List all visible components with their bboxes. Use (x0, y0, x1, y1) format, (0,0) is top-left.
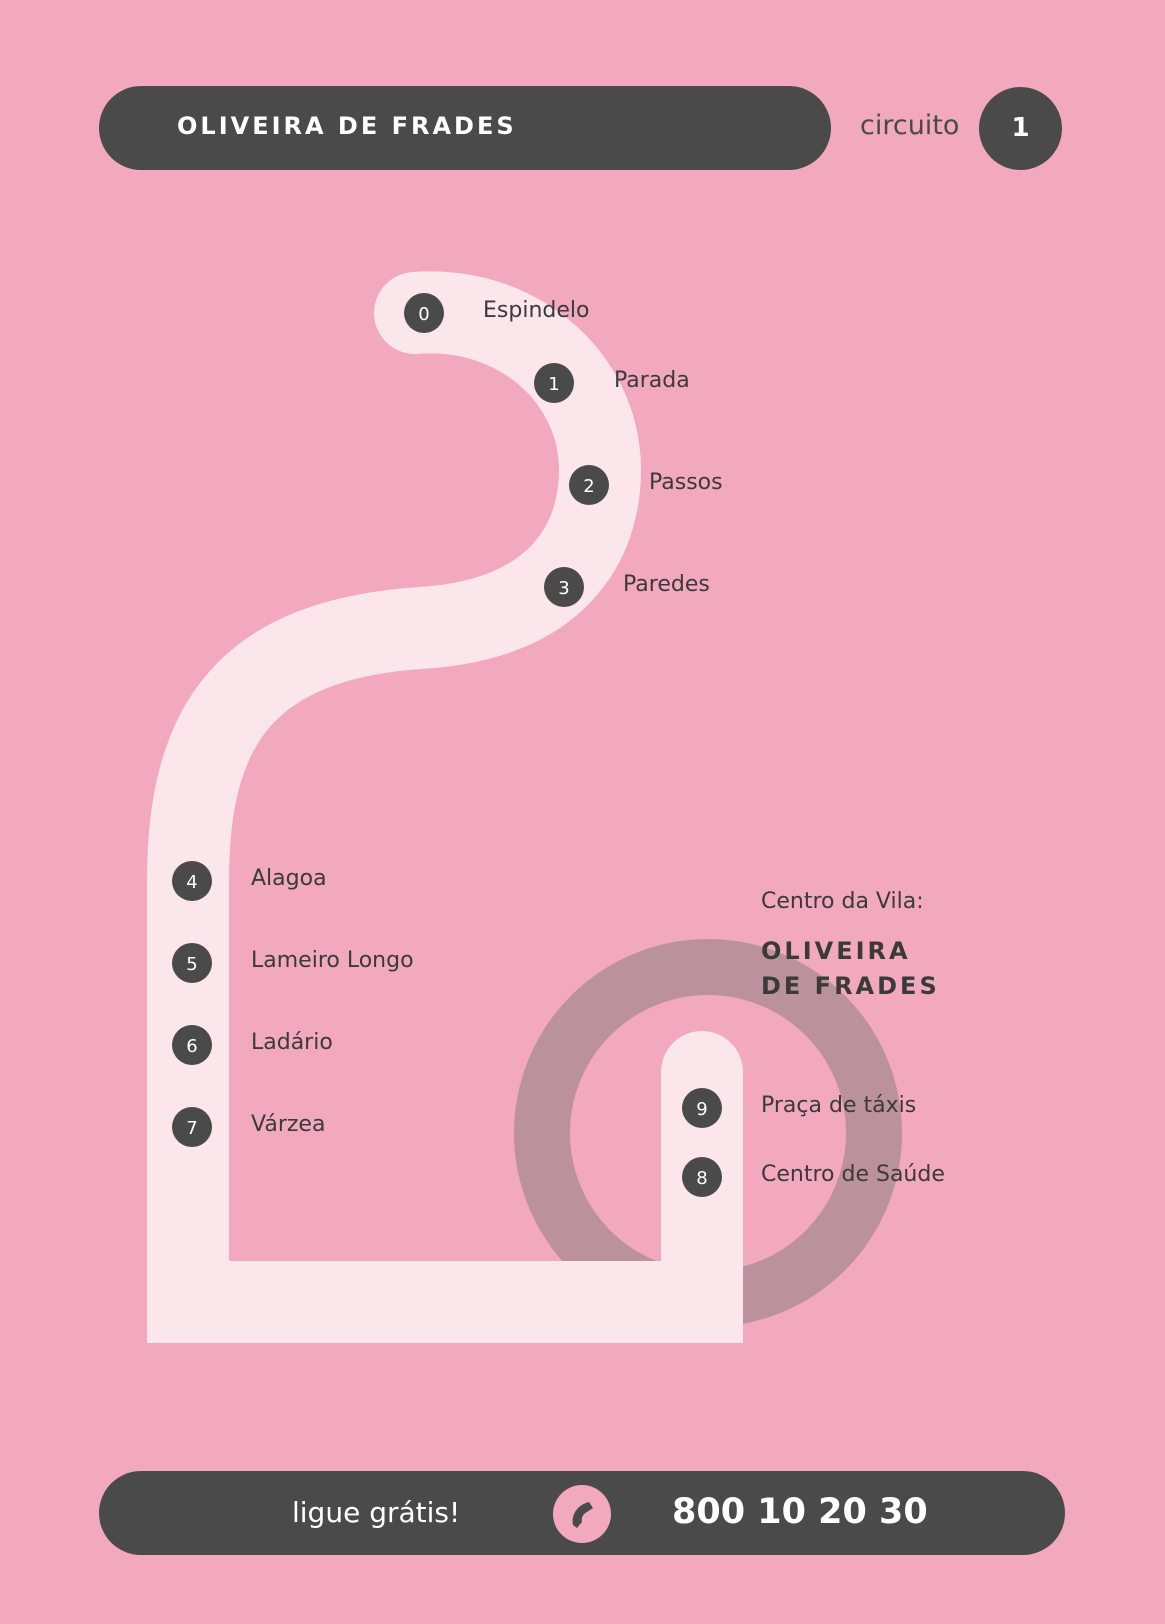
stop-number: 1 (548, 374, 559, 395)
stop-marker (569, 465, 609, 505)
stop-number: 7 (186, 1118, 197, 1139)
stop-6: 6 Ladário (172, 1025, 333, 1065)
header-bar: OLIVEIRA DE FRADES (99, 86, 831, 170)
stop-marker (682, 1157, 722, 1197)
stop-marker (534, 363, 574, 403)
stop-9: 9 Praça de táxis (682, 1088, 916, 1128)
stop-5: 5 Lameiro Longo (172, 943, 414, 983)
stop-marker (682, 1088, 722, 1128)
stop-name: Paredes (623, 572, 710, 597)
location-title: OLIVEIRA DE FRADES (177, 112, 517, 140)
stop-0: 0 Espindelo (404, 293, 589, 333)
circuit-label: circuito (860, 110, 960, 141)
stop-4: 4 Alagoa (172, 861, 327, 901)
stop-name: Passos (649, 470, 723, 495)
stop-8: 8 Centro de Saúde (682, 1157, 945, 1197)
town-center-label: Centro da Vila: (761, 889, 924, 914)
phone-icon (553, 1485, 611, 1543)
stop-name: Centro de Saúde (761, 1162, 945, 1187)
town-center-name-line2: DE FRADES (761, 972, 940, 1000)
phone-number[interactable]: 800 10 20 30 (672, 1492, 928, 1532)
stop-name: Praça de táxis (761, 1093, 916, 1118)
stop-name: Espindelo (483, 298, 589, 323)
stop-name: Ladário (251, 1030, 333, 1055)
call-free-text: ligue grátis! (292, 1496, 461, 1529)
stop-name: Lameiro Longo (251, 948, 414, 973)
stop-2: 2 Passos (569, 465, 723, 505)
route-line (147, 271, 743, 1343)
stop-number: 4 (186, 872, 197, 893)
stop-marker (172, 1025, 212, 1065)
stop-1: 1 Parada (534, 363, 690, 403)
town-center-name: OLIVEIRA DE FRADES (761, 934, 940, 1004)
stop-marker (172, 861, 212, 901)
stop-number: 2 (583, 476, 594, 497)
stop-marker (544, 567, 584, 607)
stop-name: Alagoa (251, 866, 327, 891)
stop-marker (404, 293, 444, 333)
town-center-name-line1: OLIVEIRA (761, 937, 911, 965)
route-corner (148, 1260, 230, 1343)
stop-number: 5 (186, 954, 197, 975)
circuit-number-badge: 1 (979, 87, 1062, 170)
stop-name: Parada (614, 368, 690, 393)
stop-number: 9 (696, 1099, 707, 1120)
stop-number: 6 (186, 1036, 197, 1057)
stop-number: 0 (418, 304, 429, 325)
footer-bar: ligue grátis! 800 10 20 30 (99, 1471, 1065, 1555)
stop-3: 3 Paredes (544, 567, 710, 607)
stop-marker (172, 1107, 212, 1147)
stop-marker (172, 943, 212, 983)
stop-number: 3 (558, 578, 569, 599)
stop-name: Várzea (251, 1112, 325, 1137)
stop-number: 8 (696, 1168, 707, 1189)
stop-7: 7 Várzea (172, 1107, 325, 1147)
